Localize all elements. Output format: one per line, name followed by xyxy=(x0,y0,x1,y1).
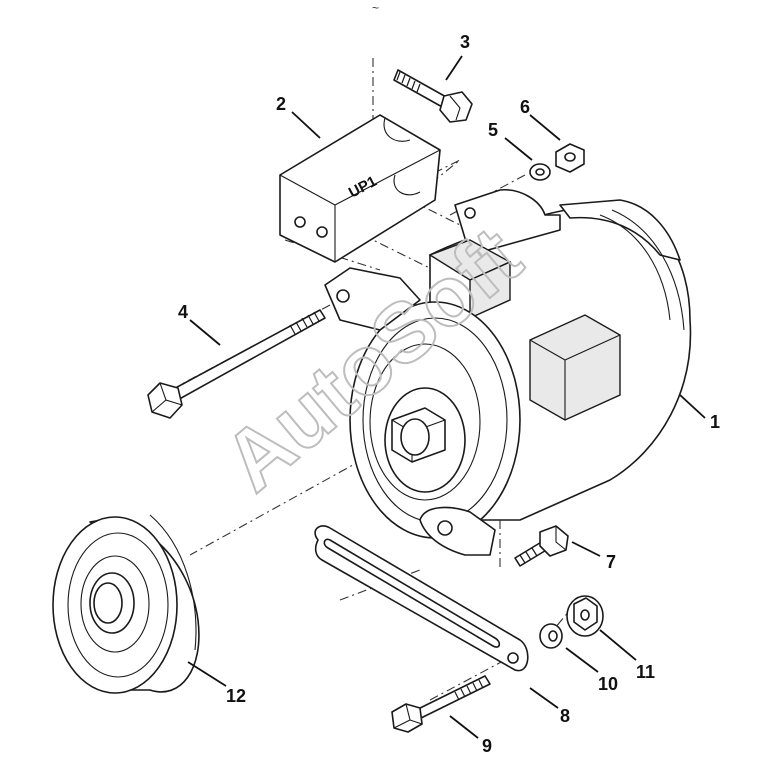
callout-10: 10 xyxy=(598,674,618,694)
callout-4: 4 xyxy=(178,302,188,322)
washer-10 xyxy=(539,623,563,649)
callout-5: 5 xyxy=(488,120,498,140)
pulley xyxy=(52,514,200,694)
bolt-7 xyxy=(514,525,569,567)
flange-nut-11 xyxy=(566,595,604,637)
callout-9: 9 xyxy=(482,736,492,756)
callout-6: 6 xyxy=(520,97,530,117)
bolt-9 xyxy=(391,675,491,733)
callout-2: 2 xyxy=(276,94,286,114)
callout-7: 7 xyxy=(606,552,616,572)
alternator-body xyxy=(324,189,692,556)
header-mark: ~ xyxy=(372,1,379,15)
callout-8: 8 xyxy=(560,706,570,726)
callout-leaders xyxy=(187,55,706,739)
callout-12: 12 xyxy=(226,686,246,706)
bolt-long xyxy=(147,309,326,419)
nut-6 xyxy=(555,143,585,173)
mounting-bracket: UP1 xyxy=(279,114,441,263)
bolt-top xyxy=(393,69,473,123)
adjusting-strap xyxy=(314,525,529,672)
washer-5 xyxy=(529,163,551,181)
callout-numbers: 1 2 3 4 5 6 7 8 9 10 11 12 xyxy=(178,32,720,756)
callout-3: 3 xyxy=(460,32,470,52)
callout-1: 1 xyxy=(710,412,720,432)
callout-11: 11 xyxy=(636,662,655,682)
